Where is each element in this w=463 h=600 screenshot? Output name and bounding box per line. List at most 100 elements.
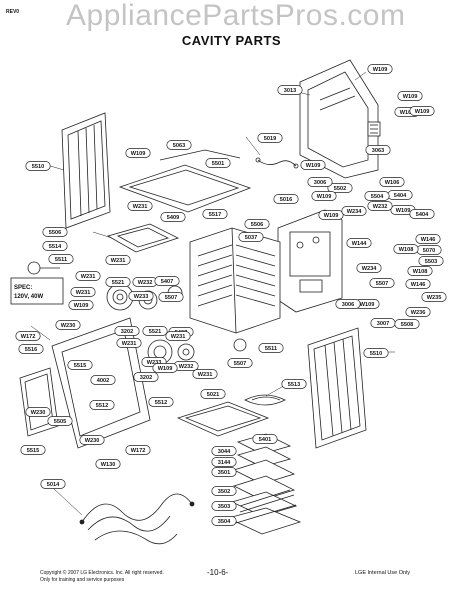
callout-w230-b: W230: [25, 407, 51, 417]
callout-label: W172: [131, 448, 146, 454]
callout-label: 3202: [140, 375, 152, 381]
callout-label: 5502: [334, 186, 346, 192]
callout-label: W230: [61, 323, 76, 329]
callout-5511-a: 5511: [48, 254, 74, 264]
callout-label: W130: [101, 462, 116, 468]
callout-5016: 5016: [273, 194, 299, 204]
callout-w108-b: W108: [407, 266, 433, 276]
oven-cavity: [189, 227, 281, 334]
callout-5517: 5517: [202, 209, 228, 219]
callout-label: 5521: [149, 329, 161, 335]
callout-w109-d: W109: [300, 160, 326, 170]
callout-label: 5515: [74, 363, 86, 369]
callout-label: W108: [399, 247, 414, 253]
callout-label: W109: [317, 194, 332, 200]
callout-label: 3063: [372, 148, 384, 154]
callout-5506-a: 5506: [244, 219, 270, 229]
callout-5507-a: 5507: [158, 292, 184, 302]
callout-label: 5510: [32, 164, 44, 170]
callout-w106: W106: [379, 177, 405, 187]
callout-5021: 5021: [200, 389, 226, 399]
door-glass-left: [61, 112, 111, 229]
callout-label: 5511: [55, 257, 67, 263]
footer-legal: Copyright © 2007 LG Electronics. Inc. Al…: [40, 570, 164, 584]
callout-label: W231: [111, 258, 126, 264]
callout-5404: 5404: [387, 190, 413, 200]
callout-label: W146: [411, 282, 426, 288]
callout-3503: 3503: [211, 501, 237, 511]
callout-5521-b: 5521: [142, 326, 168, 336]
callout-w231-c: W231: [75, 271, 101, 281]
callout-w172-b: W172: [125, 445, 151, 455]
callout-label: W230: [31, 410, 46, 416]
callout-label: 5507: [165, 295, 177, 301]
callout-label: W236: [411, 310, 426, 316]
footer-copyright: Copyright © 2007 LG Electronics. Inc. Al…: [40, 570, 164, 576]
callout-5512-a: 5512: [89, 400, 115, 410]
callout-label: 3202: [121, 329, 133, 335]
callout-label: W109: [158, 366, 173, 372]
callout-label: 5507: [376, 281, 388, 287]
callout-label: W109: [324, 213, 339, 219]
callout-label: 3144: [218, 460, 231, 466]
callout-5502: 5502: [327, 183, 353, 193]
broil-element: [106, 223, 180, 253]
callout-label: 5070: [423, 248, 435, 254]
callout-5401: 5401: [252, 434, 278, 444]
callout-label: W232: [138, 280, 153, 286]
callout-label: W144: [352, 241, 368, 247]
callout-5407-a: 5407: [154, 276, 180, 286]
callout-w230-c: W230: [79, 435, 105, 445]
callout-label: 5063: [173, 143, 185, 149]
callout-5506-b: 5506: [42, 227, 68, 237]
callout-5501: 5501: [205, 158, 231, 168]
callout-label: 5507: [234, 361, 246, 367]
bake-element: [244, 394, 286, 406]
page-number: -10-6-: [207, 568, 229, 577]
callout-5521-a: 5521: [105, 277, 131, 287]
callout-3501: 3501: [211, 467, 237, 477]
callout-w172-a: W172: [15, 331, 41, 341]
callout-label: 5404: [394, 193, 407, 199]
callout-label: W109: [403, 94, 418, 100]
callout-label: W235: [427, 295, 442, 301]
callout-label: 3007: [377, 321, 389, 327]
callout-w231-e: W231: [116, 338, 142, 348]
callout-label: W233: [147, 360, 162, 366]
callout-label: 3006: [342, 302, 354, 308]
callout-label: W146: [421, 237, 436, 243]
callout-label: 5021: [207, 392, 219, 398]
callout-w109-a: W109: [367, 64, 393, 74]
callout-label: 5515: [27, 448, 39, 454]
callout-label: W109: [373, 67, 388, 73]
callout-w235: W235: [421, 292, 447, 302]
callout-3144: 3144: [211, 457, 237, 467]
callout-w109-e: W109: [311, 191, 337, 201]
callout-w231-f: W231: [165, 331, 191, 341]
callout-label: 5508: [401, 322, 413, 328]
callout-label: 5503: [425, 259, 437, 265]
callout-label: 4002: [97, 378, 109, 384]
callout-w231-a: W231: [127, 201, 153, 211]
callout-5037: 5037: [238, 232, 264, 242]
callout-label: 5512: [96, 403, 108, 409]
callout-w109-h: W109: [68, 300, 94, 310]
callout-5063: 5063: [166, 140, 192, 150]
callout-5503: 5503: [418, 256, 444, 266]
callout-label: 5504: [371, 194, 384, 200]
callout-w109-g: W109: [318, 210, 344, 220]
callout-label: W232: [179, 364, 194, 370]
callout-label: 3006: [314, 180, 326, 186]
callout-3202-a: 3202: [114, 326, 140, 336]
callout-3006-b: 3006: [335, 299, 361, 309]
bottom-tray: [176, 401, 270, 437]
callout-label: W172: [21, 334, 36, 340]
wire-harness: [79, 493, 195, 545]
callout-3063: 3063: [365, 145, 391, 155]
callout-label: 5512: [155, 400, 167, 406]
callout-5504: 5504: [364, 191, 390, 201]
callout-label: 3503: [218, 504, 230, 510]
callout-label: W109: [396, 208, 411, 214]
callout-label: W231: [133, 204, 148, 210]
callout-label: 3502: [218, 489, 230, 495]
